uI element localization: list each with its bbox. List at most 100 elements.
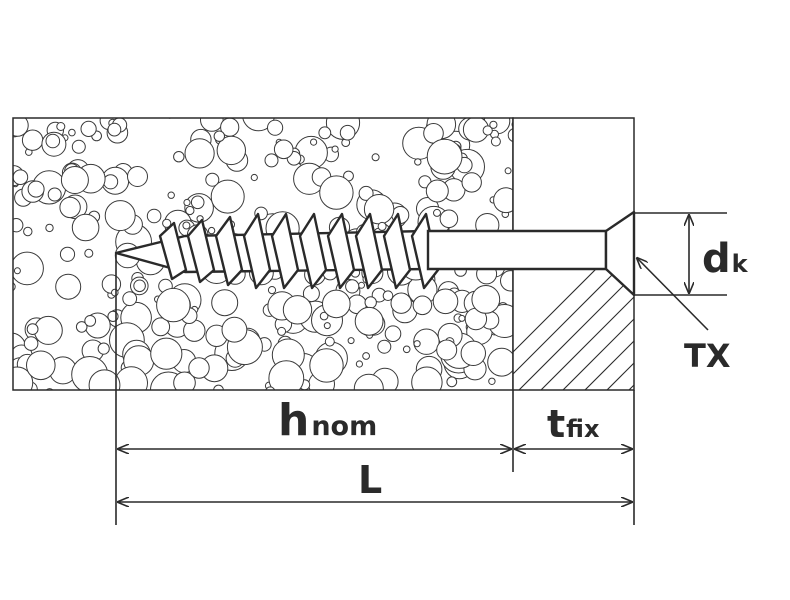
hatch-line — [562, 318, 634, 390]
aggregate-bubble — [319, 175, 354, 210]
dimension-lines — [115, 212, 727, 525]
aggregate-bubble — [205, 172, 220, 187]
aggregate-bubble — [221, 316, 248, 343]
aggregate-bubble — [97, 342, 110, 355]
label-t-fix: tfix — [547, 402, 600, 446]
aggregate-bubble — [71, 139, 86, 154]
hatch-line — [518, 274, 634, 390]
aggregate-bubble — [264, 153, 279, 168]
aggregate-bubble — [27, 180, 45, 198]
aggregate-bubble — [446, 376, 458, 388]
aggregate-bubble — [13, 251, 44, 286]
aggregate-bubble — [59, 246, 76, 262]
aggregate-bubble — [277, 326, 287, 336]
hatch-line — [756, 105, 790, 395]
aggregate-bubble — [364, 296, 377, 309]
aggregate-bubble — [211, 289, 239, 317]
aggregate-bubble — [460, 340, 486, 366]
aggregate-bubble — [45, 133, 61, 149]
leader-tx — [637, 258, 709, 331]
aggregate-bubble — [75, 321, 88, 333]
aggregate-bubble — [339, 124, 356, 141]
aggregate-bubble — [345, 279, 360, 294]
thread-tooth — [298, 212, 328, 290]
aggregate-bubble — [26, 350, 56, 381]
aggregate-bubble — [156, 287, 191, 323]
thread-tooth — [270, 212, 300, 290]
screw — [114, 210, 636, 297]
aggregate-bubble — [245, 118, 249, 119]
aggregate-bubble — [414, 158, 422, 166]
aggregate-bubble — [382, 290, 394, 302]
screw-shank — [426, 229, 608, 271]
thread-tooth — [382, 212, 412, 290]
aggregate-bubble — [267, 119, 284, 136]
aggregate-bubble — [390, 292, 412, 314]
aggregate-bubble — [413, 340, 421, 348]
aggregate-bubble — [167, 191, 175, 199]
aggregate-bubble — [26, 323, 39, 336]
aggregate-bubble — [362, 352, 371, 360]
aggregate-bubble — [173, 151, 185, 163]
aggregate-bubble — [353, 373, 384, 390]
aggregate-bubble — [13, 218, 24, 233]
aggregate-bubble — [184, 138, 215, 169]
aggregate-bubble — [458, 314, 466, 322]
aggregate-bubble — [182, 221, 191, 230]
aggregate-bubble — [80, 120, 97, 137]
aggregate-bubble — [84, 315, 97, 327]
aggregate-bubble — [323, 322, 331, 330]
aggregate-bubble — [384, 325, 402, 343]
aggregate-bubble — [487, 347, 513, 377]
aggregate-bubble — [331, 145, 339, 153]
aggregate-bubble — [107, 122, 122, 137]
hatch-line — [584, 340, 634, 390]
aggregate-bubble — [216, 135, 247, 166]
aggregate-bubble — [309, 348, 344, 383]
aggregate-bubble — [23, 336, 39, 351]
aggregate-bubble — [475, 118, 480, 119]
aggregate-bubble — [507, 128, 513, 143]
aggregate-bubble — [84, 248, 94, 258]
label-h-nom: hnom — [278, 395, 377, 446]
aggregate-bubble — [490, 136, 501, 147]
aggregate-bubble — [188, 357, 210, 379]
aggregate-bubble — [250, 173, 258, 182]
aggregate-bubble — [371, 153, 380, 162]
aggregate-bubble — [47, 187, 62, 202]
aggregate-bubble — [207, 226, 216, 235]
aggregate-bubble — [68, 128, 76, 137]
aggregate-bubble — [412, 295, 433, 316]
aggregate-bubble — [267, 286, 277, 295]
thread-tooth — [214, 215, 244, 287]
aggregate-bubble — [471, 285, 501, 314]
hatch-line — [540, 296, 634, 390]
aggregate-bubble — [45, 223, 54, 233]
aggregate-bubble — [173, 371, 196, 390]
aggregate-bubble — [377, 339, 392, 354]
aggregate-bubble — [433, 208, 441, 217]
aggregate-bubble — [265, 386, 276, 390]
aggregate-bubble — [282, 295, 313, 325]
aggregate-bubble — [190, 195, 205, 210]
aggregate-bubble — [461, 172, 482, 193]
aggregate-bubble — [268, 360, 305, 390]
aggregate-bubble — [354, 306, 384, 336]
aggregate-bubble — [210, 179, 245, 214]
aggregate-bubble — [151, 317, 171, 337]
aggregate-bubble — [425, 179, 449, 203]
screw-threads — [158, 212, 440, 290]
aggregate-bubble — [133, 279, 146, 293]
aggregate-bubble — [319, 311, 329, 321]
aggregate-bubble — [60, 166, 89, 194]
hatch-line — [513, 252, 634, 375]
aggregate-bubble — [488, 377, 496, 385]
aggregate-bubble — [71, 213, 100, 242]
aggregate-bubble — [55, 273, 82, 300]
aggregate-bubble — [500, 270, 513, 292]
aggregate-bubble — [324, 336, 335, 347]
thread-tooth — [158, 221, 188, 281]
aggregate-bubble — [426, 138, 463, 175]
aggregate-bubble — [200, 118, 224, 132]
aggregate-bubble — [377, 221, 387, 231]
